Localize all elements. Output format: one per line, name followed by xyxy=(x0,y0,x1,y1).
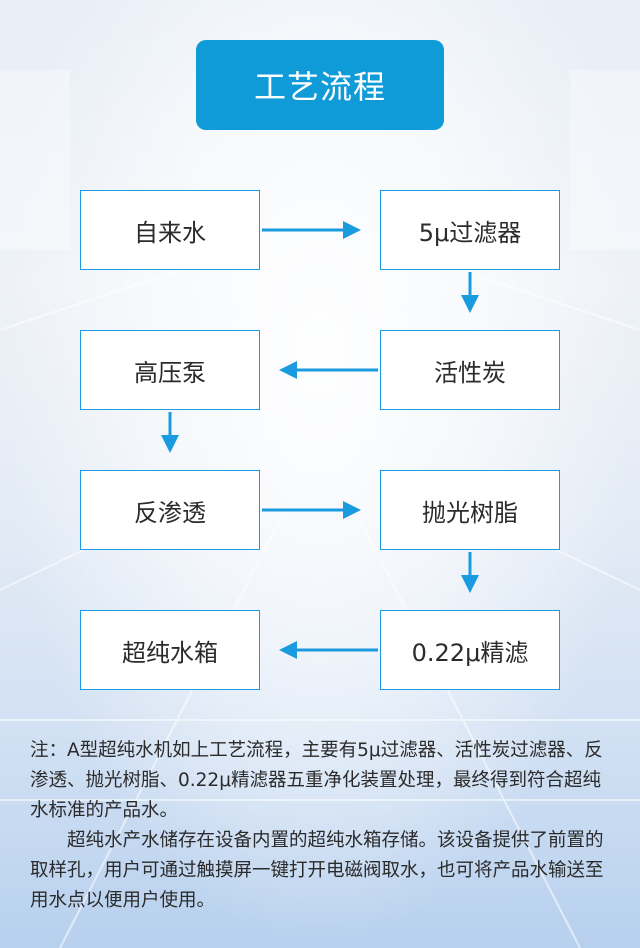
step-activated-carbon: 活性炭 xyxy=(380,330,560,410)
page-title: 工艺流程 xyxy=(196,40,444,130)
step-reverse-osmosis: 反渗透 xyxy=(80,470,260,550)
step-tap-water: 自来水 xyxy=(80,190,260,270)
note-paragraph-2: 超纯水产水储存在设备内置的超纯水箱存储。该设备提供了前置的取样孔，用户可通过触摸… xyxy=(30,830,604,911)
step-polishing-resin: 抛光树脂 xyxy=(380,470,560,550)
step-high-pressure-pump: 高压泵 xyxy=(80,330,260,410)
note-paragraph-1: 注：A型超纯水机如上工艺流程，主要有5μ过滤器、活性炭过滤器、反渗透、抛光树脂、… xyxy=(30,740,603,821)
step-ultrapure-tank: 超纯水箱 xyxy=(80,610,260,690)
process-note: 注：A型超纯水机如上工艺流程，主要有5μ过滤器、活性炭过滤器、反渗透、抛光树脂、… xyxy=(30,736,614,916)
step-022u-filter: 0.22μ精滤 xyxy=(380,610,560,690)
step-5u-filter: 5μ过滤器 xyxy=(380,190,560,270)
